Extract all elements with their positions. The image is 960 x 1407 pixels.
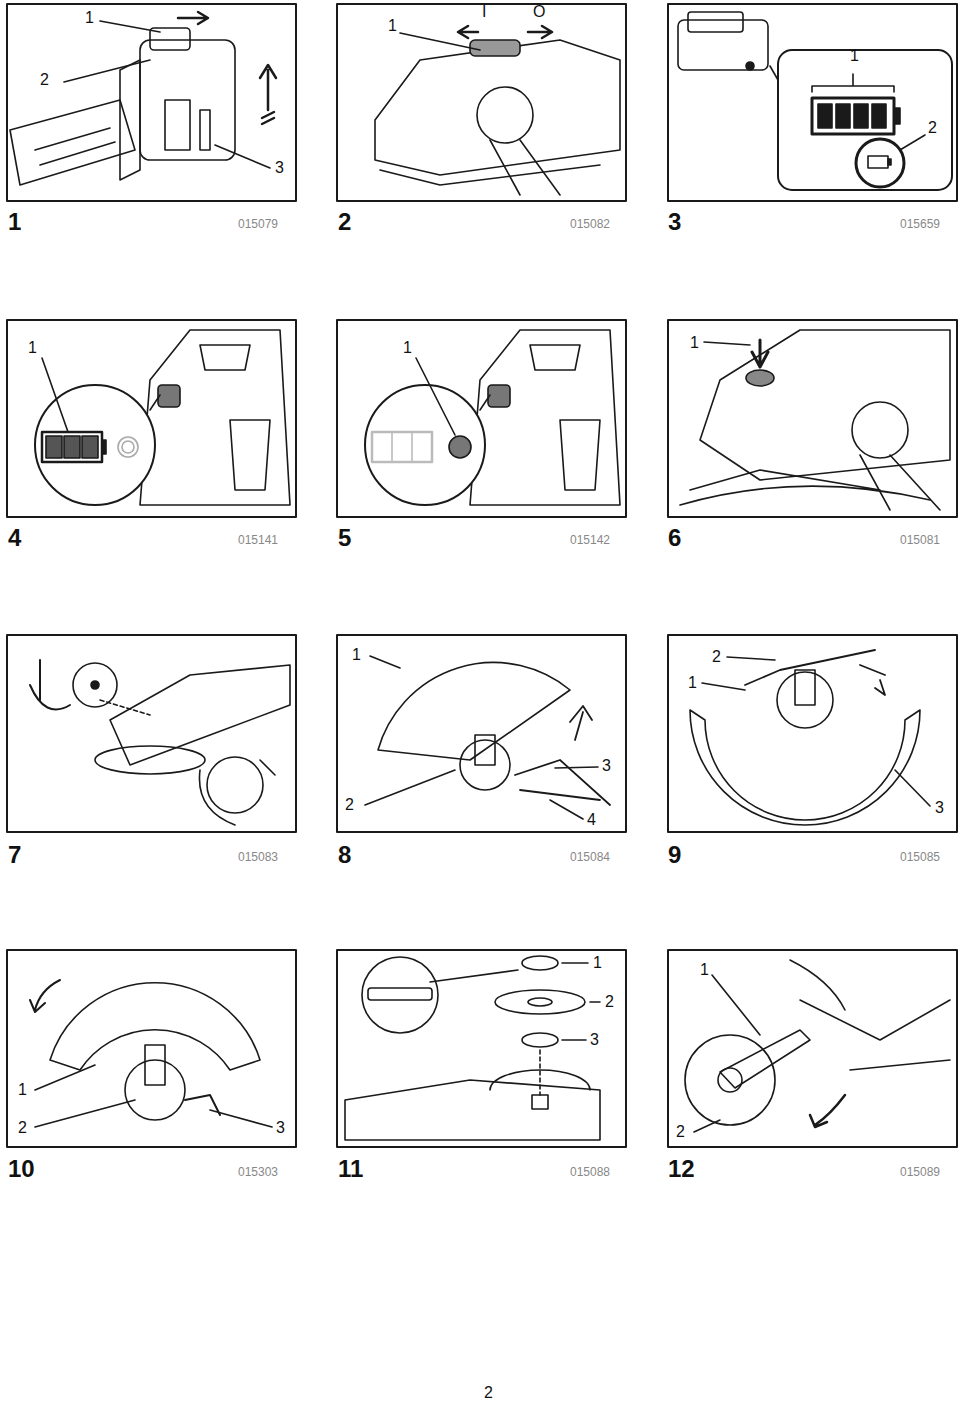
figure-code: 015141 — [238, 534, 278, 546]
figure-code: 015082 — [570, 218, 610, 230]
callout-number: 1 — [28, 340, 37, 356]
figure-number: 12 — [668, 1157, 695, 1181]
callout-number: 2 — [676, 1124, 685, 1140]
callout-number: 1 — [688, 675, 697, 691]
figure-code: 015083 — [238, 851, 278, 863]
figure-number: 7 — [8, 843, 21, 867]
callout-number: 2 — [712, 649, 721, 665]
callout-number: 3 — [602, 758, 611, 774]
figure-number: 9 — [668, 843, 681, 867]
callout-number: 4 — [587, 812, 596, 828]
figure-number: 5 — [338, 526, 351, 550]
callout-number: 1 — [850, 48, 859, 64]
callout-number: 1 — [593, 955, 602, 971]
figure-number: 10 — [8, 1157, 35, 1181]
callout-number: 2 — [605, 994, 614, 1010]
callout-number: 2 — [18, 1120, 27, 1136]
callout-number: 1 — [403, 340, 412, 356]
figure-code: 015081 — [900, 534, 940, 546]
figure-number: 4 — [8, 526, 21, 550]
figure-code: 015084 — [570, 851, 610, 863]
callout-number: 3 — [935, 800, 944, 816]
figure-code: 015085 — [900, 851, 940, 863]
callout-number: 1 — [388, 18, 397, 34]
figure-code: 015088 — [570, 1166, 610, 1178]
callout-number: 1 — [85, 10, 94, 26]
callout-number: 1 — [690, 335, 699, 351]
figure-code: 015079 — [238, 218, 278, 230]
figure-number: 1 — [8, 210, 21, 234]
figure-code: 015089 — [900, 1166, 940, 1178]
figure-number: 6 — [668, 526, 681, 550]
figure-code: 015303 — [238, 1166, 278, 1178]
figure-code: 015659 — [900, 218, 940, 230]
callout-number: 2 — [40, 72, 49, 88]
callout-number: 1 — [352, 647, 361, 663]
figure-number: 11 — [338, 1157, 363, 1181]
callout-number: I — [482, 4, 486, 20]
callout-number: 1 — [18, 1082, 27, 1098]
callout-number: 2 — [928, 120, 937, 136]
callout-number: 2 — [345, 797, 354, 813]
page-number: 2 — [484, 1385, 493, 1401]
callout-number: 3 — [590, 1032, 599, 1048]
figure-number: 2 — [338, 210, 351, 234]
callout-number: 3 — [275, 160, 284, 176]
figure-code: 015142 — [570, 534, 610, 546]
callout-number: 3 — [276, 1120, 285, 1136]
figure-number: 8 — [338, 843, 351, 867]
callout-number: O — [533, 4, 545, 20]
callout-number: 1 — [700, 962, 709, 978]
figure-number: 3 — [668, 210, 681, 234]
